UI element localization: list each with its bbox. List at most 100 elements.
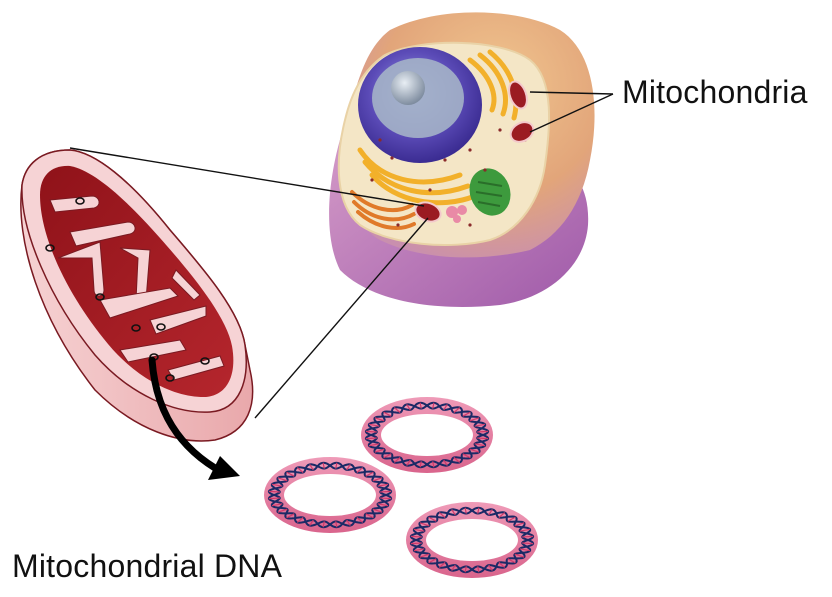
base-pair (477, 430, 489, 433)
base-pair (462, 411, 471, 417)
base-pair (469, 417, 480, 422)
base-pair (374, 448, 385, 453)
base-pair (451, 564, 456, 571)
base-pair (365, 430, 377, 433)
base-pair (372, 477, 383, 482)
base-pair (453, 457, 461, 463)
mitochondrial-dna-label: Mitochondrial DNA (12, 548, 283, 584)
base-pair (519, 548, 531, 552)
base-pair (469, 448, 480, 453)
base-pair (488, 509, 493, 516)
base-pair (428, 516, 437, 522)
base-pair (514, 553, 525, 558)
base-pair (522, 542, 534, 545)
base-pair (377, 503, 389, 507)
base-pair (453, 407, 461, 413)
mitochondria-label: Mitochondria (622, 74, 808, 110)
base-pair (428, 558, 437, 564)
base-pair (268, 497, 280, 500)
base-pair (365, 437, 377, 440)
base-pair (432, 461, 435, 468)
cell-mitochondrion-1 (508, 80, 528, 110)
base-pair (438, 562, 446, 568)
base-pair (365, 513, 374, 519)
base-pair (477, 566, 480, 573)
base-pair (286, 471, 295, 477)
cell-mitochondrion-2 (509, 121, 535, 143)
base-pair (322, 462, 325, 469)
base-pair (413, 528, 425, 532)
circular-dna-icon (406, 502, 538, 578)
golgi-apparatus (350, 190, 416, 230)
base-pair (380, 490, 392, 493)
base-pair (346, 519, 351, 526)
base-pair (464, 566, 467, 573)
base-pair (498, 562, 506, 568)
base-pair (271, 483, 283, 487)
green-organelle (469, 168, 511, 216)
matrix-dna-loops (45, 197, 210, 382)
base-pair (419, 553, 430, 558)
base-pair (365, 471, 374, 477)
dna-strand (409, 506, 535, 574)
base-pair (406, 404, 411, 411)
base-pair (374, 417, 385, 422)
base-pair (286, 513, 295, 519)
base-pair (296, 517, 304, 523)
small-organelle (446, 205, 467, 223)
base-pair (514, 522, 525, 527)
circular-dna-group (264, 397, 538, 578)
base-pair (507, 558, 516, 564)
base-pair (406, 459, 411, 466)
base-pair (368, 423, 380, 427)
base-pair (474, 423, 486, 427)
base-pair (393, 457, 401, 463)
base-pair (346, 464, 351, 471)
base-pair (368, 443, 380, 447)
dna-strand (364, 401, 490, 469)
base-pair (268, 490, 280, 493)
base-pair (413, 548, 425, 552)
base-pair (477, 507, 480, 514)
base-pair (419, 402, 422, 409)
base-pair (296, 467, 304, 473)
base-pair (393, 407, 401, 413)
base-pair (462, 453, 471, 459)
base-pair (498, 512, 506, 518)
cell-illustration (329, 12, 595, 307)
mitochondrion-cross-section (20, 149, 254, 442)
dna-ring-hole (284, 474, 376, 516)
cell-mitochondrion-3 (414, 201, 442, 223)
base-pair (419, 522, 430, 527)
nucleolus (391, 71, 425, 105)
base-pair (522, 535, 534, 538)
base-pair (474, 443, 486, 447)
base-pair (488, 564, 493, 571)
base-pair (507, 516, 516, 522)
base-pair (477, 437, 489, 440)
base-pair (464, 507, 467, 514)
base-pair (309, 519, 314, 526)
base-pair (277, 508, 288, 513)
curved-arrow-icon (148, 356, 240, 480)
base-pair (438, 512, 446, 518)
circular-dna-icon (361, 397, 493, 473)
base-pair (383, 411, 392, 417)
dna-ring-hole (426, 519, 518, 561)
base-pair (356, 517, 364, 523)
base-pair (356, 467, 364, 473)
base-pair (432, 402, 435, 409)
base-pair (271, 503, 283, 507)
dna-ring-hole (381, 414, 473, 456)
base-pair (410, 542, 422, 545)
cristae (49, 195, 225, 381)
base-pair (309, 464, 314, 471)
base-pair (322, 521, 325, 528)
base-pair (383, 453, 392, 459)
base-pair (419, 461, 422, 468)
base-pair (443, 459, 448, 466)
base-pair (443, 404, 448, 411)
base-pair (380, 497, 392, 500)
circular-dna-icon (264, 457, 396, 533)
